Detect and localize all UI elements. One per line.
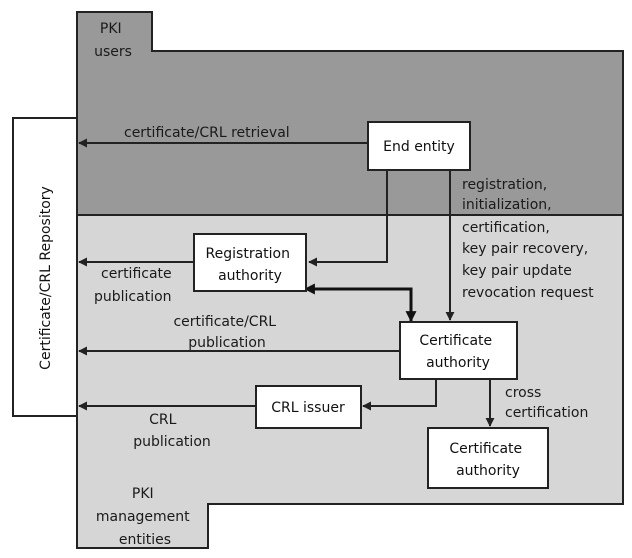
label-crl-publication: CRL publication [133,412,211,450]
node-end-entity: End entity [367,121,471,171]
svg-text:CRL issuer: CRL issuer [271,400,345,416]
svg-text:Certificate authority: Certificate authority [449,441,526,479]
label-ca-publication: certificate/CRL publication [173,314,280,351]
svg-text:Certificate authority: Certificate authority [419,333,496,371]
svg-text:End entity: End entity [383,139,455,155]
repository-label: Certificate/CRL Repository [38,186,54,370]
node-registration-authority: Registration authority [193,233,307,292]
management-label: PKI management entities [96,486,194,548]
node-certificate-authority-2: Certificate authority [427,427,549,489]
node-certificate-authority: Certificate authority [399,321,518,380]
edge-ra-ca [303,283,417,323]
users-label: PKI users [94,21,132,60]
svg-text:Registration authority: Registration authority [206,246,295,284]
label-ee-operations: registration, initialization, certificat… [462,177,594,301]
edge-ca-to-crl [362,379,437,411]
label-ra-publication: certificate publication [94,266,176,305]
edge-ee-to-ra [308,170,388,267]
label-cross-certification: cross certification [505,385,588,421]
label-retrieval: certificate/CRL retrieval [124,125,290,141]
repository-box [12,117,78,417]
node-crl-issuer: CRL issuer [255,385,362,429]
